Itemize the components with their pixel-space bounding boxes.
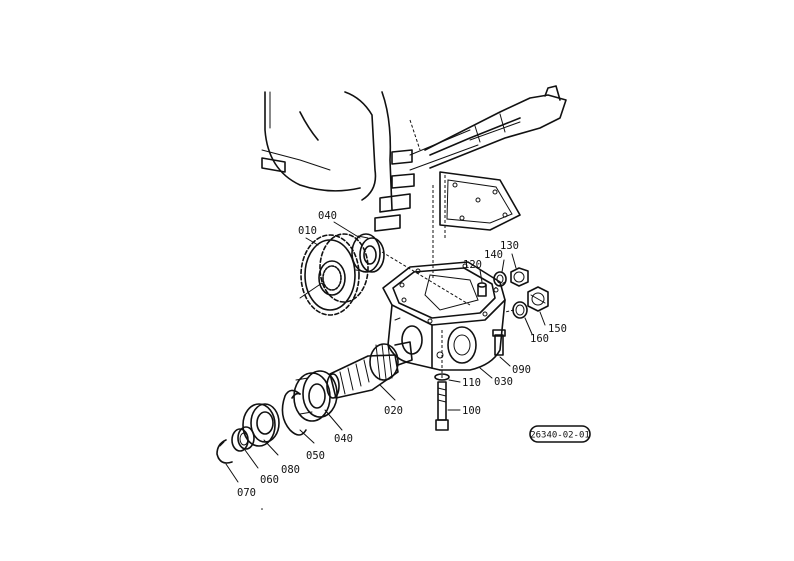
label-140: 140 bbox=[484, 249, 503, 261]
snap-ring-070 bbox=[216, 439, 239, 483]
label-150: 150 bbox=[548, 323, 567, 335]
shaft-020 bbox=[326, 341, 413, 399]
washer-140 bbox=[493, 271, 507, 287]
gear-case-030 bbox=[382, 261, 506, 371]
label-110: 110 bbox=[462, 377, 481, 389]
bearing-040-lower bbox=[293, 370, 338, 422]
collar-080 bbox=[242, 403, 280, 456]
label-060: 060 bbox=[260, 474, 279, 486]
label-130: 130 bbox=[500, 240, 519, 252]
oil-seal-060 bbox=[231, 426, 259, 469]
label-080: 080 bbox=[281, 464, 300, 476]
bolt-090 bbox=[492, 329, 506, 356]
washer-160 bbox=[512, 301, 528, 319]
transmission-housing bbox=[261, 85, 567, 280]
label-020: 020 bbox=[384, 405, 403, 417]
bolt-100 bbox=[435, 381, 449, 431]
label-010: 010 bbox=[298, 225, 317, 237]
label-050: 050 bbox=[306, 450, 325, 462]
plug-150 bbox=[527, 286, 549, 312]
label-160: 160 bbox=[530, 333, 549, 345]
label-120: 120 bbox=[463, 259, 482, 271]
label-090: 090 bbox=[512, 364, 531, 376]
dowel-pin-120 bbox=[477, 282, 487, 297]
label-030: 030 bbox=[494, 376, 513, 388]
gear-010 bbox=[299, 233, 369, 316]
snap-ring-050 bbox=[281, 389, 315, 444]
stray-dot bbox=[261, 508, 263, 510]
label-100: 100 bbox=[462, 405, 481, 417]
label-040-lower: 040 bbox=[334, 433, 353, 445]
part-labels: 010 040 120 140 130 150 160 090 030 110 … bbox=[237, 210, 567, 499]
drawing-reference: 26340-02-01 bbox=[529, 425, 591, 443]
plug-130 bbox=[510, 267, 529, 287]
stud-bolts bbox=[261, 149, 415, 232]
washer-110 bbox=[434, 373, 450, 381]
drawing-reference-text: 26340-02-01 bbox=[530, 431, 590, 441]
label-070: 070 bbox=[237, 487, 256, 499]
label-040-upper: 040 bbox=[318, 210, 337, 222]
bearing-040-upper bbox=[351, 233, 385, 273]
